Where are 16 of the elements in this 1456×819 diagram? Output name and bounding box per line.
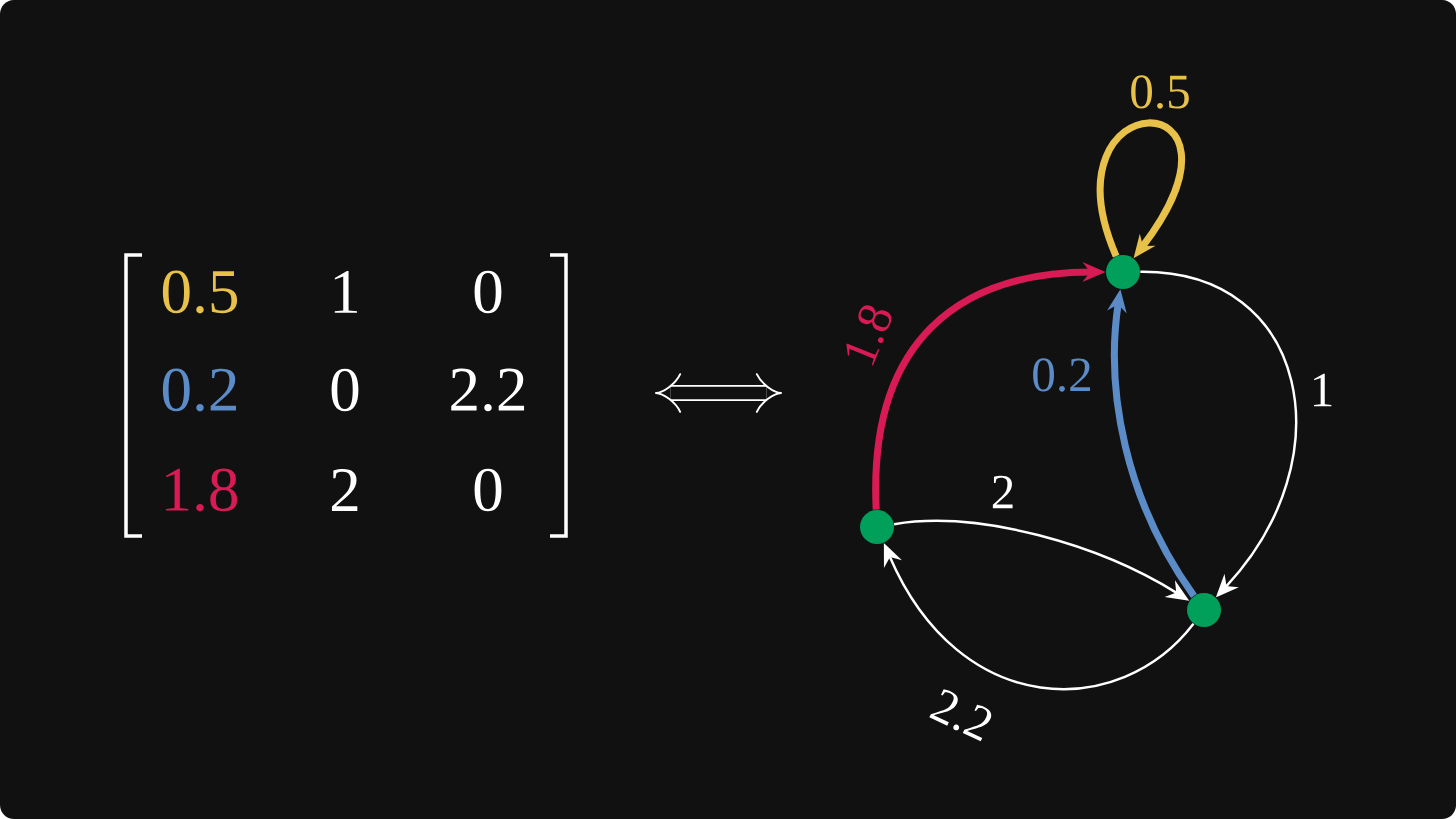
edge-label: 2.2 [924,684,1000,746]
matrix-entry: 0 [474,270,502,314]
edge-label: 0.2 [1029,356,1095,394]
matrix-entry: 2.2 [451,368,525,412]
matrix-entry: 0.5 [162,270,238,314]
matrix-entry: 0.2 [162,368,237,412]
matrix-entry: 2 [331,469,358,511]
graph-vertex [860,510,894,544]
matrix-entry: 1.8 [166,468,238,512]
edge-label: 1.8 [838,297,898,373]
matrix-entry: 0 [474,468,502,512]
graph-vertex [1106,255,1140,289]
matrix-entry: 1 [334,271,358,313]
graph-vertex [1187,593,1221,627]
matrix-entry: 0 [331,368,359,412]
edge-label: 0.5 [1127,73,1193,111]
